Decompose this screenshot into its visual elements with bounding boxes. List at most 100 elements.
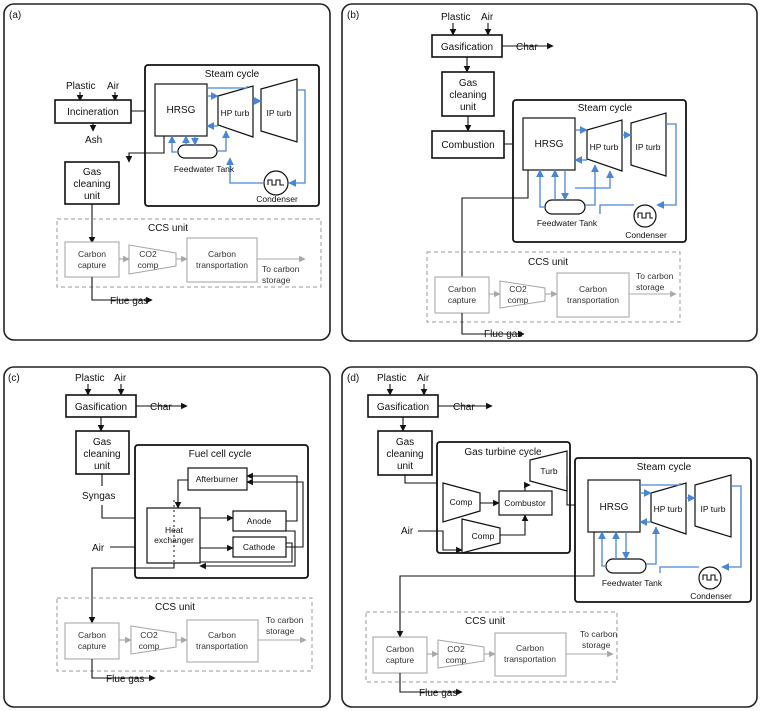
panel-b: (b) Plastic Air Gasification Char Gas cl… [341,3,758,342]
carbon-capture-label: capture [386,655,415,665]
co2-compressor [130,625,177,655]
incineration-label: Incineration [67,107,119,118]
co2-compressor [437,639,485,669]
carbon-capture-label: capture [78,641,107,651]
plastic-label: Plastic [75,373,104,384]
combustion-label: Combustion [441,140,494,151]
plastic-label: Plastic [66,81,95,92]
compressor-1 [442,482,481,523]
air-label: Air [114,373,127,384]
carbon-capture-label: Carbon [78,249,106,259]
flue-gas-label: Flue gas [419,688,457,699]
ip-turbine [630,112,667,177]
gas-cleaning-label: cleaning [83,449,120,460]
gasification-label: Gasification [377,402,429,413]
carbon-transport-block [494,632,567,677]
to-storage-label: To carbon [636,271,674,281]
panel-c: (c) Plastic Air Gasification Char Gas cl… [3,366,331,708]
flue-gas-label: Flue gas [106,674,144,685]
co2-compressor [499,280,546,309]
ccs-title: CCS unit [155,602,195,613]
to-storage-label: storage [636,282,665,292]
ip-turbine [260,78,298,143]
air-label: Air [401,526,414,537]
to-storage-label: To carbon [580,629,618,639]
ccs-title: CCS unit [148,223,188,234]
carbon-capture-label: capture [78,260,107,270]
feedwater-label: Feedwater Tank [174,164,235,174]
carbon-capture-block [64,622,120,660]
hrsg-block [522,117,576,171]
ccs-title: CCS unit [465,616,505,627]
co2-comp-label: comp [138,260,159,270]
hp-turbine [217,85,254,138]
ip-turbine [694,474,732,538]
gas-cleaning-label: cleaning [449,90,486,101]
carbon-transport-label: transportation [196,260,248,270]
steam-cycle-title: Steam cycle [205,69,260,80]
carbon-transport-label: Carbon [208,630,236,640]
hp-turbine [586,119,623,172]
anode-label: Anode [247,516,272,526]
afterburner-label: Afterburner [196,474,239,484]
gasification-label: Gasification [441,42,493,53]
hrsg-block [154,83,208,137]
steam-cycle-title: Steam cycle [637,462,692,473]
air-label: Air [92,543,105,554]
gas-cleaning-block [377,430,433,476]
carbon-capture-block [64,241,120,278]
panel-d: (d) Plastic Air Gasification Char Gas cl… [341,366,758,708]
comp-label: Comp [472,531,495,541]
co2-comp-label: comp [139,641,160,651]
flue-gas-label: Flue gas [110,296,148,307]
carbon-capture-block [434,276,490,314]
hrsg-label: HRSG [535,139,564,150]
gas-cleaning-block [64,161,120,205]
carbon-transport-label: transportation [196,641,248,651]
carbon-transport-block [186,237,258,283]
comp-label: Comp [450,497,473,507]
carbon-transport-label: Carbon [579,284,607,294]
fuel-cell-cycle-title: Fuel cell cycle [189,449,252,460]
carbon-capture-label: Carbon [386,644,414,654]
gas-cleaning-block [441,71,495,117]
carbon-capture-label: Carbon [448,284,476,294]
gas-cleaning-label: Gas [83,167,101,178]
char-label: Char [516,42,538,53]
carbon-transport-label: transportation [567,295,619,305]
air-label: Air [107,81,120,92]
hp-turbine [650,482,687,535]
gas-cleaning-label: cleaning [73,179,110,190]
panel-a-tag: (a) [9,10,21,21]
gas-cleaning-label: unit [397,461,413,472]
syngas-label: Syngas [82,491,115,502]
carbon-transport-label: Carbon [208,249,236,259]
ip-turb-label: IP turb [636,142,661,152]
gas-cleaning-label: unit [94,461,110,472]
hrsg-label: HRSG [167,105,196,116]
hrsg-block [587,479,641,533]
gas-cleaning-label: Gas [459,78,477,89]
heat-exchanger-label: exchanger [154,535,194,545]
condenser-icon [698,566,722,590]
hp-turb-label: HP turb [654,504,683,514]
feedwater-tank [544,199,586,215]
char-label: Char [453,402,475,413]
co2-comp-label: CO2 [447,644,465,654]
hrsg-label: HRSG [600,502,629,513]
feedwater-tank [605,558,647,574]
panel-d-tag: (d) [347,373,359,384]
compressor-2 [461,518,501,554]
carbon-transport-label: Carbon [516,643,544,653]
ccs-unit-box [56,218,322,288]
combustion-block [431,130,505,159]
panel-a: (a) Plastic Air Incineration Ash Steam c… [3,3,331,341]
char-label: Char [150,402,172,413]
ip-turb-label: IP turb [701,504,726,514]
ccs-title: CCS unit [528,257,568,268]
gas-cleaning-label: unit [460,102,476,113]
to-storage-label: To carbon [266,615,304,625]
gas-cleaning-label: cleaning [386,449,423,460]
co2-comp-label: CO2 [139,249,157,259]
